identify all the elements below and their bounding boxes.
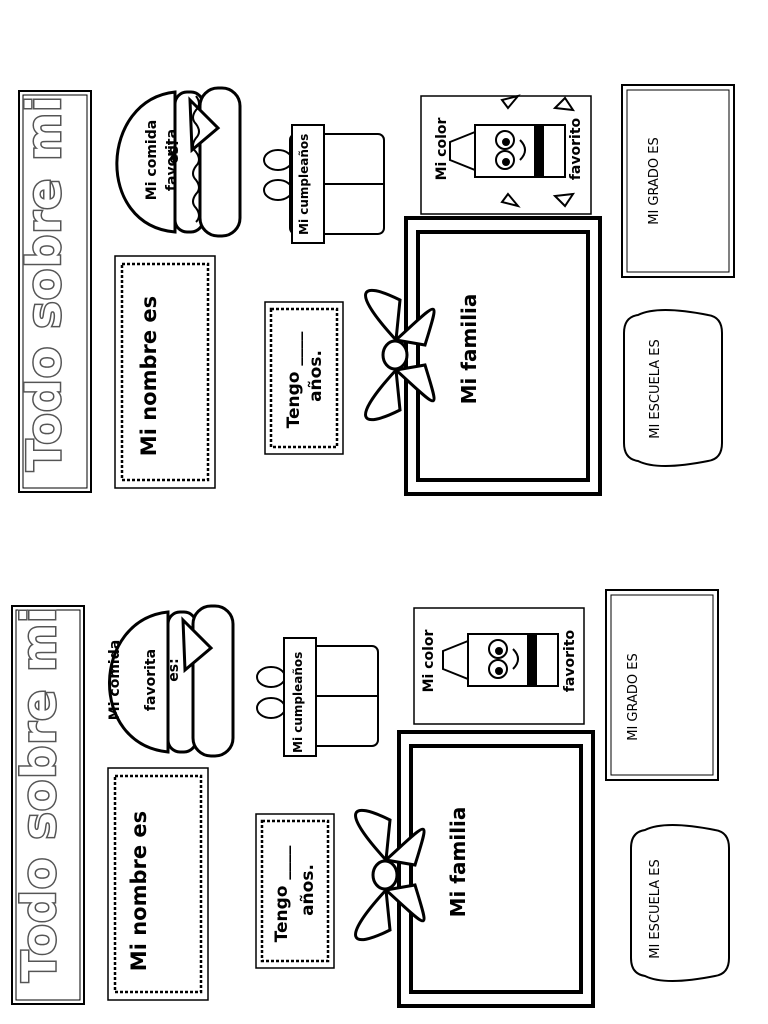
title-banner-inner: [15, 609, 81, 1001]
age-frame-inner: [260, 819, 330, 963]
food-label-line3: es:: [166, 140, 182, 164]
school-frame: [630, 824, 730, 982]
sheet-title: Todo sobre mi: [16, 94, 73, 473]
name-label: Mi nombre es: [137, 295, 161, 457]
gift-icon: [263, 124, 385, 244]
name-label: Mi nombre es: [127, 810, 151, 972]
family-frame: [404, 216, 602, 496]
age-label-line2: años.: [298, 864, 318, 916]
family-label: Mi familia: [446, 806, 470, 918]
worksheet-top: Todo sobre mi Mi comida favorita es: Mi …: [16, 84, 735, 496]
age-label-line1: Tengo ____: [284, 331, 304, 429]
school-label: MI ESCUELA ES: [648, 339, 663, 439]
color-label-line1: Mi color: [434, 117, 450, 181]
gift-icon: [256, 637, 379, 757]
title-banner-frame: [11, 605, 85, 1005]
grade-frame: [605, 589, 719, 781]
school-frame: [623, 309, 723, 467]
bow-icon: [354, 808, 426, 942]
name-frame: [114, 255, 216, 489]
color-label-line2: favorito: [568, 117, 584, 181]
food-label-line1: Mi comida: [107, 639, 123, 721]
food-label-line3: es:: [166, 658, 182, 682]
worksheet-artwork: [11, 589, 730, 1008]
color-label-line2: favorito: [562, 629, 578, 693]
grade-frame-inner: [610, 594, 714, 776]
age-frame: [255, 813, 335, 969]
birthday-label: Mi cumpleaños: [297, 133, 311, 235]
hamburger-icon: [108, 604, 235, 758]
age-frame: [264, 301, 344, 455]
color-label-line1: Mi color: [421, 629, 437, 693]
sheet-title: Todo sobre mi: [11, 605, 68, 984]
bow-icon: [364, 288, 436, 422]
grade-label: MI GRADO ES: [626, 653, 641, 741]
grade-label: MI GRADO ES: [647, 137, 662, 225]
age-label-line2: años.: [306, 350, 326, 402]
crayon-icon: [449, 94, 576, 208]
worksheet-artwork: [18, 84, 735, 496]
food-label-line1: Mi comida: [144, 119, 160, 201]
family-frame-inner: [416, 230, 590, 482]
name-frame-inner: [113, 774, 203, 994]
age-frame-inner: [269, 307, 339, 449]
grade-frame-inner: [626, 89, 730, 273]
hamburger-icon: [115, 86, 242, 238]
name-frame: [107, 767, 209, 1001]
school-label: MI ESCUELA ES: [648, 859, 663, 959]
title-banner-frame: [18, 90, 92, 493]
family-frame-inner: [409, 744, 583, 994]
crayon-icon: [442, 633, 559, 687]
title-banner-inner: [22, 94, 88, 489]
grade-frame: [621, 84, 735, 278]
family-frame: [397, 730, 595, 1008]
name-frame-inner: [120, 262, 210, 482]
family-label: Mi familia: [457, 293, 481, 405]
food-label-line2: favorita: [143, 648, 159, 712]
worksheet-bottom: Todo sobre mi Mi comida favorita es: Mi …: [0, 512, 768, 1024]
birthday-label: Mi cumpleaños: [291, 651, 305, 753]
age-label-line1: Tengo ____: [272, 845, 292, 943]
